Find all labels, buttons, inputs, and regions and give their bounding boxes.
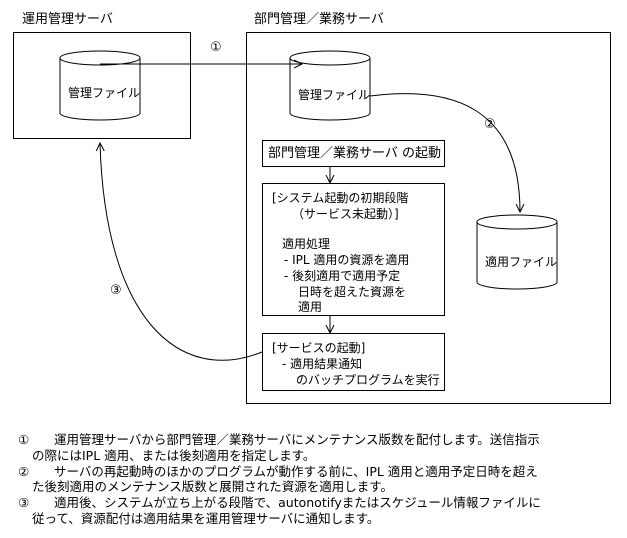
apply-item2-line2: 日時を超えた資源を	[298, 285, 407, 299]
note-1-line1: 運用管理サーバから部門管理／業務サーバにメンテナンス版数を配付します。送信指示	[54, 432, 540, 447]
marker-three: ③	[110, 283, 122, 298]
note-1: ① 運用管理サーバから部門管理／業務サーバにメンテナンス版数を配付します。送信指…	[18, 432, 618, 464]
note-2-line1: サーバの再起動時のほかのプログラムが動作する前に、IPL 適用と適用予定日時を超…	[54, 463, 538, 479]
note-2-number: ②	[18, 463, 30, 479]
marker-one: ①	[210, 40, 222, 55]
note-2-line2: た後刻適用のメンテナンス版数と展開された資源を適用します。	[32, 479, 394, 495]
dept-management-file-cylinder	[289, 50, 371, 121]
apply-title: 適用処理	[282, 237, 331, 251]
startup-box	[262, 140, 445, 167]
ops-management-file-cylinder	[59, 50, 141, 121]
note-3-number: ③	[18, 495, 30, 511]
apply-item2-line3: 適用	[298, 300, 323, 314]
note-1-number: ①	[18, 432, 30, 447]
service-item-line1: - 適用結果通知	[282, 357, 363, 371]
startup-label: 部門管理／業務サーバ の起動	[268, 146, 442, 161]
note-1-line2: の際にはIPL 適用、または後刻適用を指定します。	[32, 447, 316, 463]
note-3: ③ 適用後、システムが立ち上がる段階で、autonotifyまたはスケジュール情…	[18, 495, 618, 527]
dept-file-label: 管理ファイル	[298, 88, 371, 102]
note-3-line1: 適用後、システムが立ち上がる段階で、autonotifyまたはスケジュール情報フ…	[54, 495, 541, 511]
initial-stage-line2: （サービス未起動）]	[292, 207, 399, 221]
application-file-label: 適用ファイル	[485, 255, 558, 269]
note-3-line2: 従って、資源配付は適用結果を運用管理サーバに通知します。	[32, 510, 380, 526]
notes-section: ① 運用管理サーバから部門管理／業務サーバにメンテナンス版数を配付します。送信指…	[18, 432, 618, 527]
ops-server-title: 運用管理サーバ	[22, 12, 113, 27]
service-startup-box	[262, 333, 445, 391]
arrow-apply-curve	[369, 93, 520, 212]
application-file-cylinder	[476, 214, 558, 290]
service-title: [サービスの起動]	[272, 341, 366, 355]
arrow-notify-curve	[100, 143, 263, 361]
initial-stage-line1: [システム起動の初期段階	[272, 191, 409, 205]
ops-file-label: 管理ファイル	[68, 86, 141, 100]
service-item-line2: のバッチプログラムを実行	[296, 373, 440, 387]
note-2: ② サーバの再起動時のほかのプログラムが動作する前に、IPL 適用と適用予定日時…	[18, 464, 618, 496]
apply-item1: - IPL 適用の資源を適用	[284, 253, 410, 267]
apply-item2-line1: - 後刻適用で適用予定	[284, 269, 401, 283]
dept-server-title: 部門管理／業務サーバ	[254, 12, 384, 27]
marker-two: ②	[484, 117, 496, 132]
initial-stage-box	[262, 183, 445, 316]
